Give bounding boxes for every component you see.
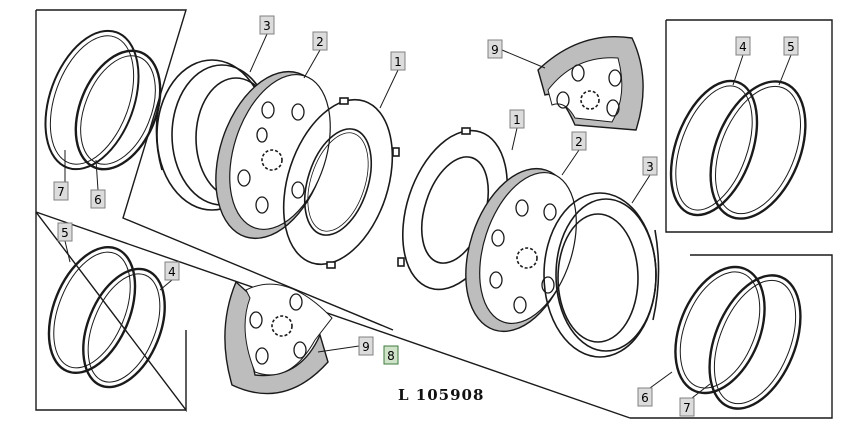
callout-2-upper: 2 (303, 31, 328, 79)
piston-3-lower (543, 192, 660, 358)
callout-4-upper: 4 (732, 36, 751, 86)
frame-lines (35, 9, 833, 419)
callout-label: 4 (168, 265, 176, 279)
callout-label: 2 (575, 135, 583, 149)
callout-7-top-left: 7 (53, 150, 69, 201)
callout-7-bottom-right: 7 (679, 383, 711, 417)
callout-3-lower: 3 (631, 156, 658, 204)
figure-reference: L 105908 (398, 386, 484, 404)
callout-label: 6 (94, 193, 102, 207)
callout-2-lower: 2 (561, 131, 587, 176)
seal-ring-7-bottom-right (708, 274, 802, 410)
callout-label: 3 (263, 19, 271, 33)
callout-5-upper: 5 (778, 36, 799, 86)
callout-label: 9 (491, 43, 499, 57)
callout-label: 1 (394, 55, 402, 69)
callout-label: 7 (683, 401, 691, 415)
seal-ring-5-bottom-left (47, 245, 137, 375)
callout-label: 5 (787, 40, 795, 54)
callout-3-upper: 3 (249, 15, 275, 73)
friction-disk-2-upper (215, 70, 331, 240)
callout-1-upper: 1 (379, 51, 406, 109)
seal-ring-6-bottom-right (674, 265, 766, 395)
callout-label: 6 (641, 391, 649, 405)
seal-ring-4-bottom-left (82, 267, 166, 389)
separator-plate-1-upper (282, 97, 400, 269)
callout-1-lower: 1 (509, 109, 525, 151)
callout-label: 5 (61, 226, 69, 240)
callout-label: 4 (739, 40, 747, 54)
callout-6-bottom-right: 6 (637, 371, 673, 407)
callout-4-bottom-left: 4 (159, 261, 180, 291)
friction-disk-2-lower (465, 167, 577, 333)
seal-ring-7-top-left (44, 29, 140, 171)
callout-label: 7 (57, 185, 65, 199)
seal-ring-5-top-right (709, 80, 807, 220)
callout-9-upper: 9 (487, 39, 546, 69)
brake-lining-9-upper (537, 35, 644, 131)
seal-ring-4-top-right (669, 79, 759, 217)
callout-6-top-left: 6 (90, 159, 106, 209)
callout-8: 8 (383, 345, 399, 365)
brake-lining-9-lower (224, 280, 333, 395)
callout-label: 2 (316, 35, 324, 49)
callout-5-bottom-left: 5 (57, 222, 73, 263)
callout-label: 8 (387, 349, 395, 363)
callout-label: 3 (646, 160, 654, 174)
callout-label: 9 (362, 340, 370, 354)
callout-label: 1 (513, 113, 521, 127)
callout-9-lower: 9 (317, 336, 374, 356)
